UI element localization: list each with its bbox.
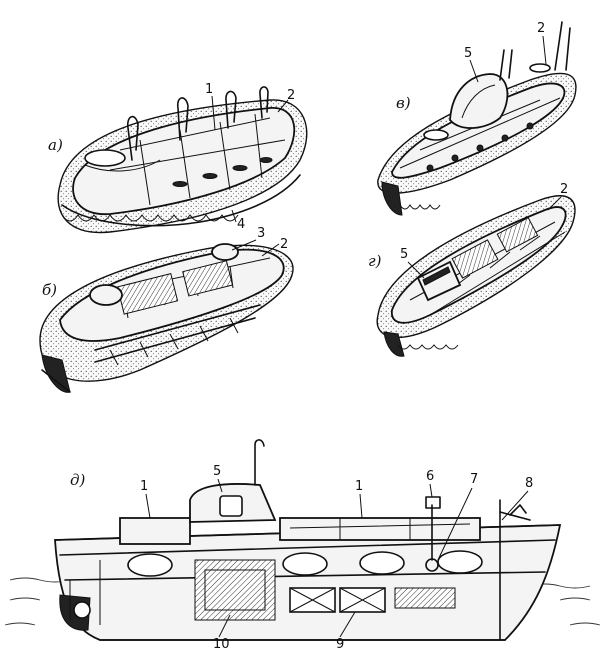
callout-d-1a: 1 [140, 479, 148, 494]
view-g-boat [376, 195, 576, 357]
view-b-boat [39, 243, 294, 393]
view-b-hatch-dome [89, 284, 123, 306]
view-v-label: в) [396, 94, 411, 112]
callout-g-5: 5 [400, 247, 408, 262]
view-g-label: г) [368, 252, 382, 270]
view-v-conning-dome [449, 73, 509, 129]
callout-d-8: 8 [525, 476, 533, 491]
view-v-boat [377, 21, 577, 216]
callout-d-1b: 1 [355, 479, 363, 494]
callout-a-1: 1 [205, 82, 213, 97]
view-a-label: а) [48, 136, 63, 154]
callout-a-4: 4 [237, 217, 245, 232]
callout-d-5: 5 [213, 464, 221, 479]
callout-v-5: 5 [464, 46, 472, 61]
callout-v-2: 2 [537, 21, 545, 36]
view-b-label: б) [42, 281, 57, 299]
callout-d-10: 10 [213, 637, 230, 652]
view-a-portholes [172, 157, 273, 187]
canopy-aft [279, 517, 481, 541]
callout-b-3: 3 [257, 226, 265, 241]
callout-a-2: 2 [287, 88, 295, 103]
callout-d-7: 7 [470, 472, 478, 487]
view-a-davit-hooks [126, 86, 269, 161]
fuel-tanks [289, 587, 456, 613]
view-v-portholes [426, 122, 534, 172]
engine-block [194, 559, 276, 621]
canopy-fwd [119, 517, 191, 545]
view-d-label: д) [70, 471, 86, 489]
view-b-hatch-dome-aft [211, 243, 239, 261]
view-d-portholes [127, 550, 483, 577]
callout-d-9: 9 [336, 637, 344, 652]
view-d-cutaway [4, 439, 601, 641]
callout-g-2: 2 [560, 182, 568, 197]
view-a-boat [57, 86, 308, 234]
callout-d-6: 6 [426, 469, 434, 484]
callout-b-2: 2 [280, 237, 288, 252]
